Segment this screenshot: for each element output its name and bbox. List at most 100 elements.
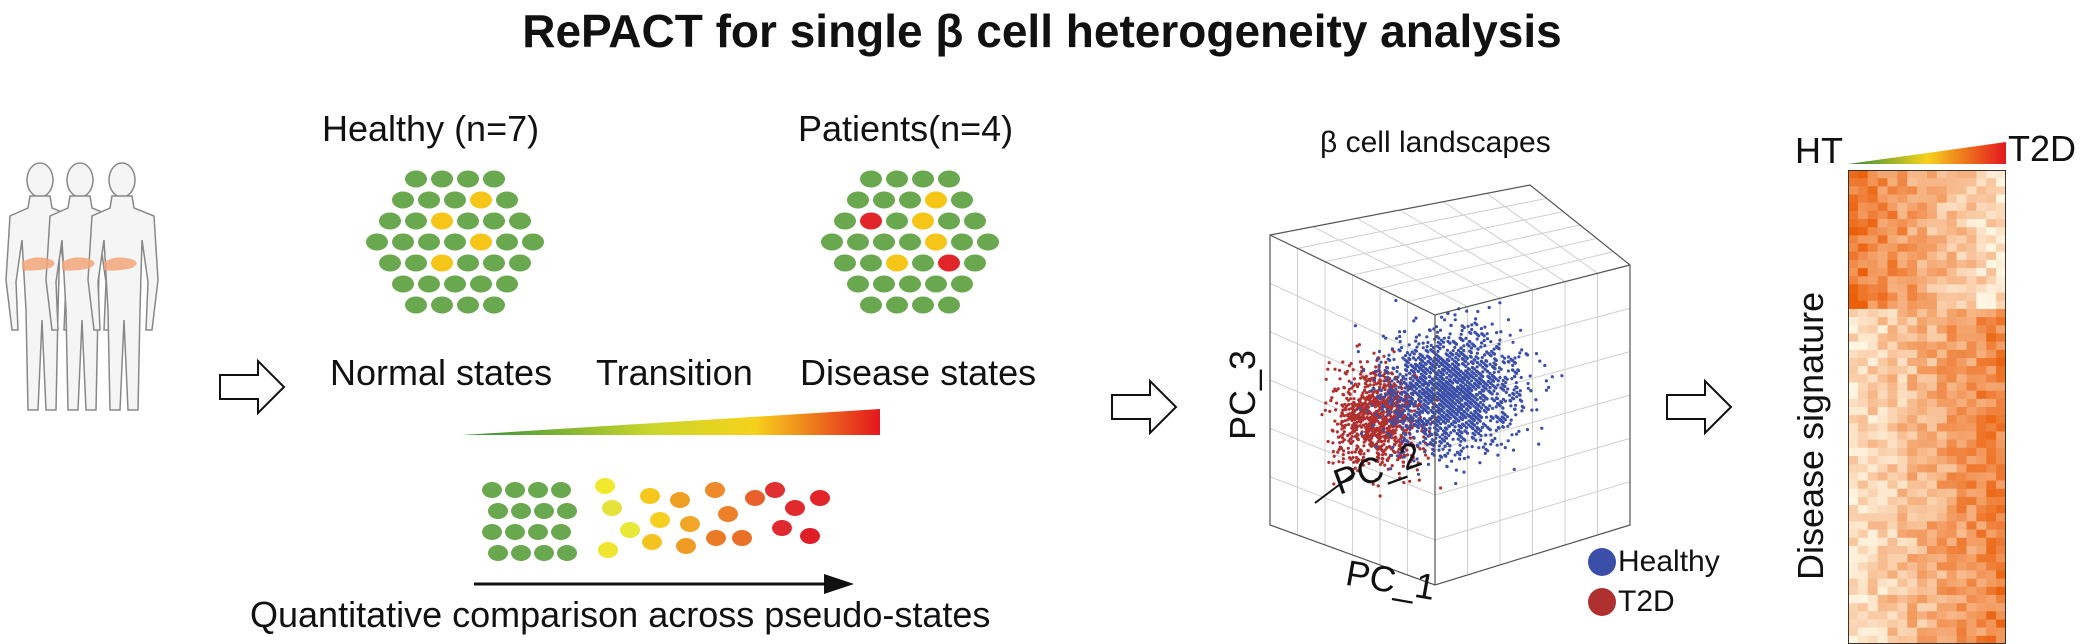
- heatmap-cell: [1986, 545, 1997, 555]
- cell-point: [1492, 361, 1496, 365]
- cell-point: [1517, 392, 1521, 396]
- cell-point: [1435, 330, 1440, 334]
- cell-point: [1355, 385, 1360, 389]
- heatmap-cell: [1956, 496, 1967, 506]
- heatmap-cell: [1936, 529, 1948, 539]
- cell-point: [1365, 360, 1369, 364]
- cell-point: [1359, 372, 1363, 376]
- cell-point: [1340, 419, 1344, 423]
- cell-point: [1467, 344, 1471, 348]
- heatmap-cell: [1867, 562, 1878, 571]
- islet-cell: [470, 191, 492, 209]
- cell-point: [1481, 384, 1485, 388]
- heatmap-cell: [1897, 611, 1908, 620]
- pseudo-state-cell: [534, 545, 554, 561]
- islet-cell: [431, 212, 453, 230]
- heatmap-cell: [1996, 202, 2006, 212]
- heatmap-cell: [1927, 439, 1938, 449]
- heatmap-cell: [1946, 210, 1957, 220]
- heatmap-cell: [1907, 366, 1918, 375]
- heatmap-cell: [1887, 333, 1898, 342]
- cell-point: [1490, 322, 1494, 326]
- cell-point: [1468, 406, 1472, 410]
- cell-point: [1462, 386, 1466, 390]
- heatmap-cell: [1946, 423, 1957, 432]
- heatmap-cell: [1867, 317, 1878, 326]
- cell-point: [1396, 375, 1400, 379]
- heatmap-cell: [1986, 423, 1997, 432]
- cell-point: [1502, 361, 1506, 365]
- heatmap-cell: [1907, 611, 1918, 620]
- cell-point: [1389, 388, 1393, 392]
- heatmap-cell: [1907, 317, 1918, 326]
- heatmap-cell: [1996, 374, 2006, 383]
- heatmap-cell: [1917, 390, 1928, 400]
- cell-point: [1447, 368, 1451, 373]
- heatmap-cell: [1917, 366, 1928, 375]
- cell-point: [1377, 368, 1381, 372]
- heatmap-cell: [1917, 480, 1928, 490]
- legend-item-healthy: Healthy: [1588, 542, 1720, 582]
- cell-point: [1378, 406, 1382, 410]
- cell-point: [1475, 365, 1479, 369]
- cell-point: [1447, 425, 1451, 429]
- heatmap-cell: [1867, 480, 1878, 490]
- heatmap-cell: [1946, 219, 1957, 228]
- cell-point: [1389, 392, 1393, 396]
- cell-point: [1496, 379, 1500, 383]
- cell-point: [1509, 404, 1513, 408]
- heatmap-cell: [1897, 178, 1908, 187]
- cell-point: [1384, 452, 1388, 456]
- heatmap-cell: [1976, 243, 1987, 253]
- heatmap-cell: [1877, 308, 1888, 318]
- cell-point: [1429, 371, 1433, 375]
- heatmap-cell: [1956, 554, 1967, 563]
- cell-point: [1320, 413, 1324, 417]
- cell-point: [1431, 387, 1435, 391]
- heatmap-cell: [1867, 627, 1878, 637]
- cell-point: [1335, 430, 1339, 434]
- cell-point: [1484, 410, 1488, 414]
- heatmap-cell: [1897, 366, 1908, 375]
- cell-point: [1435, 409, 1439, 413]
- heatmap-cell: [1917, 545, 1928, 555]
- heatmap-cell: [1936, 292, 1948, 302]
- cell-point: [1425, 391, 1429, 395]
- cell-point: [1337, 460, 1341, 464]
- heatmap-cell: [1966, 170, 1977, 179]
- heatmap-cell: [1946, 603, 1957, 612]
- cell-point: [1462, 424, 1466, 428]
- heatmap-cell: [1956, 210, 1967, 220]
- cell-point: [1515, 432, 1519, 436]
- pseudo-state-cell: [718, 506, 738, 522]
- cell-point: [1457, 419, 1461, 423]
- heatmap-cell: [1877, 513, 1888, 522]
- heatmap-cell: [1887, 431, 1898, 440]
- heatmap-cell: [1927, 570, 1938, 579]
- cell-point: [1534, 398, 1538, 402]
- cell-point: [1466, 399, 1470, 403]
- heatmap-cell: [1897, 619, 1908, 628]
- cell-point: [1360, 410, 1364, 414]
- islet-cell: [873, 275, 895, 293]
- cell-point: [1454, 356, 1458, 360]
- cell-point: [1407, 356, 1411, 361]
- heatmap-cell: [1848, 325, 1859, 334]
- cell-point: [1507, 360, 1511, 364]
- cell-point: [1451, 372, 1455, 376]
- heatmap-cell: [1946, 480, 1957, 490]
- cell-point: [1495, 345, 1499, 349]
- cell-point: [1446, 401, 1451, 405]
- pseudo-state-cell: [642, 534, 662, 550]
- heatmap-cell: [1927, 219, 1938, 228]
- cell-point: [1443, 383, 1447, 387]
- heatmap-cell: [1857, 170, 1869, 179]
- heatmap-cell: [1877, 627, 1888, 637]
- heatmap-cell: [1956, 611, 1967, 620]
- cell-point: [1389, 383, 1393, 387]
- heatmap-cell: [1956, 578, 1967, 588]
- cell-point: [1373, 429, 1377, 433]
- heatmap-cell: [1996, 398, 2006, 408]
- legend-item-t2d: T2D: [1588, 582, 1720, 622]
- cell-point: [1520, 404, 1524, 408]
